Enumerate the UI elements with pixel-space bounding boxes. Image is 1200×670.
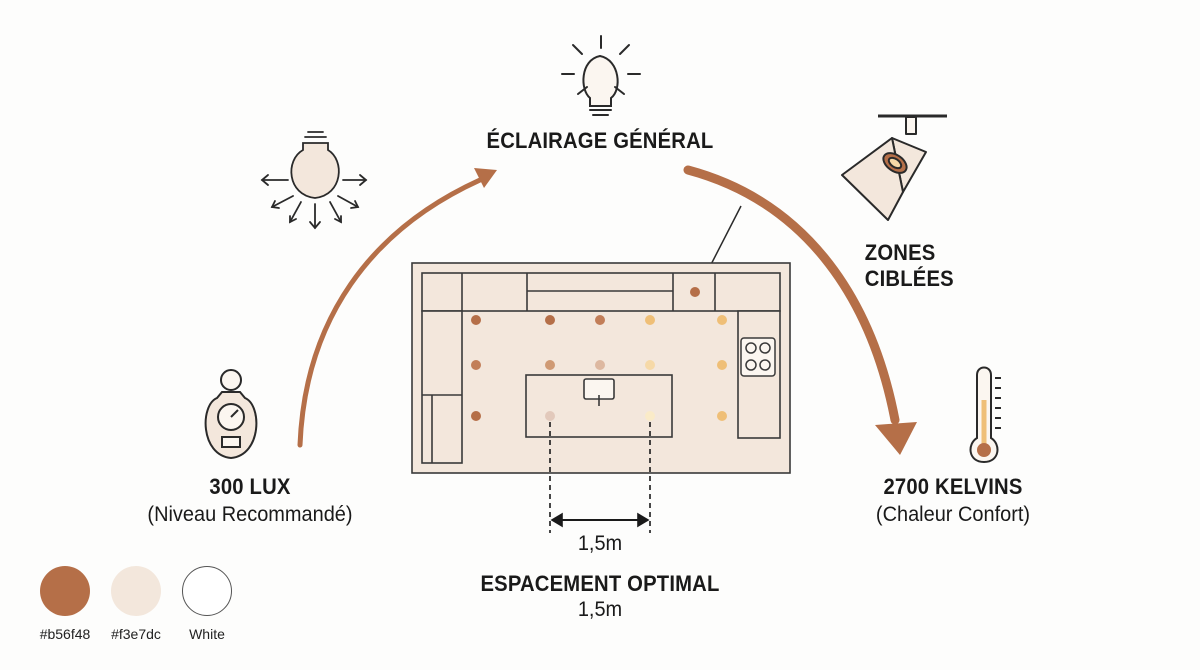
palette-label-accent: #b56f48 xyxy=(39,626,91,642)
palette-label-white: White xyxy=(189,626,225,642)
kelvin-label: 2700 KELVINS (Chaleur Confort) xyxy=(833,474,1073,527)
spot-light xyxy=(690,287,700,297)
spot-light xyxy=(545,315,555,325)
spot-light xyxy=(471,411,481,421)
lux-note: (Niveau Recommandé) xyxy=(147,503,353,526)
spot-light xyxy=(545,411,555,421)
spot-light xyxy=(717,315,727,325)
spot-light xyxy=(645,411,655,421)
palette-swatch-cream xyxy=(111,566,161,616)
spot-light xyxy=(595,315,605,325)
lightbulb-icon xyxy=(561,35,641,116)
spot-light xyxy=(471,315,481,325)
lux-label: 300 LUX (Niveau Recommandé) xyxy=(130,474,370,527)
spot-light xyxy=(645,315,655,325)
spacing-dimension xyxy=(549,422,651,533)
lux-value: 300 LUX xyxy=(209,474,291,499)
zones-line-1: ZONES xyxy=(864,240,936,265)
palette-swatch-accent xyxy=(40,566,90,616)
spot-light xyxy=(645,360,655,370)
lux-meter-icon xyxy=(204,369,258,460)
light-diffusion-icon xyxy=(260,131,368,230)
spacing-title: ESPACEMENT OPTIMAL xyxy=(480,571,720,596)
spotlight-icon xyxy=(841,114,947,221)
kelvin-note: (Chaleur Confort) xyxy=(875,503,1031,526)
left-arc-arrow xyxy=(297,168,497,448)
spot-light xyxy=(595,360,605,370)
zones-line-2: CIBLÉES xyxy=(864,266,954,291)
general-lighting-title: ÉCLAIRAGE GÉNÉRAL xyxy=(486,128,714,153)
spacing-value: 1,5m xyxy=(577,598,623,621)
spot-light xyxy=(471,360,481,370)
thermometer-icon xyxy=(969,366,1001,464)
dimension-label: 1,5m xyxy=(577,532,623,555)
spot-light xyxy=(545,360,555,370)
palette-swatch-white xyxy=(182,566,232,616)
spot-light xyxy=(717,360,727,370)
spot-light xyxy=(717,411,727,421)
kelvin-value: 2700 KELVINS xyxy=(883,474,1023,499)
targeted-zones-label: ZONES CIBLÉES xyxy=(865,240,975,292)
palette-label-cream: #f3e7dc xyxy=(111,626,161,642)
right-arc-arrow xyxy=(683,165,917,455)
cooktop-icon xyxy=(740,337,776,377)
spotlight-grid xyxy=(471,287,727,421)
spacing-label: ESPACEMENT OPTIMAL 1,5m xyxy=(430,571,770,622)
